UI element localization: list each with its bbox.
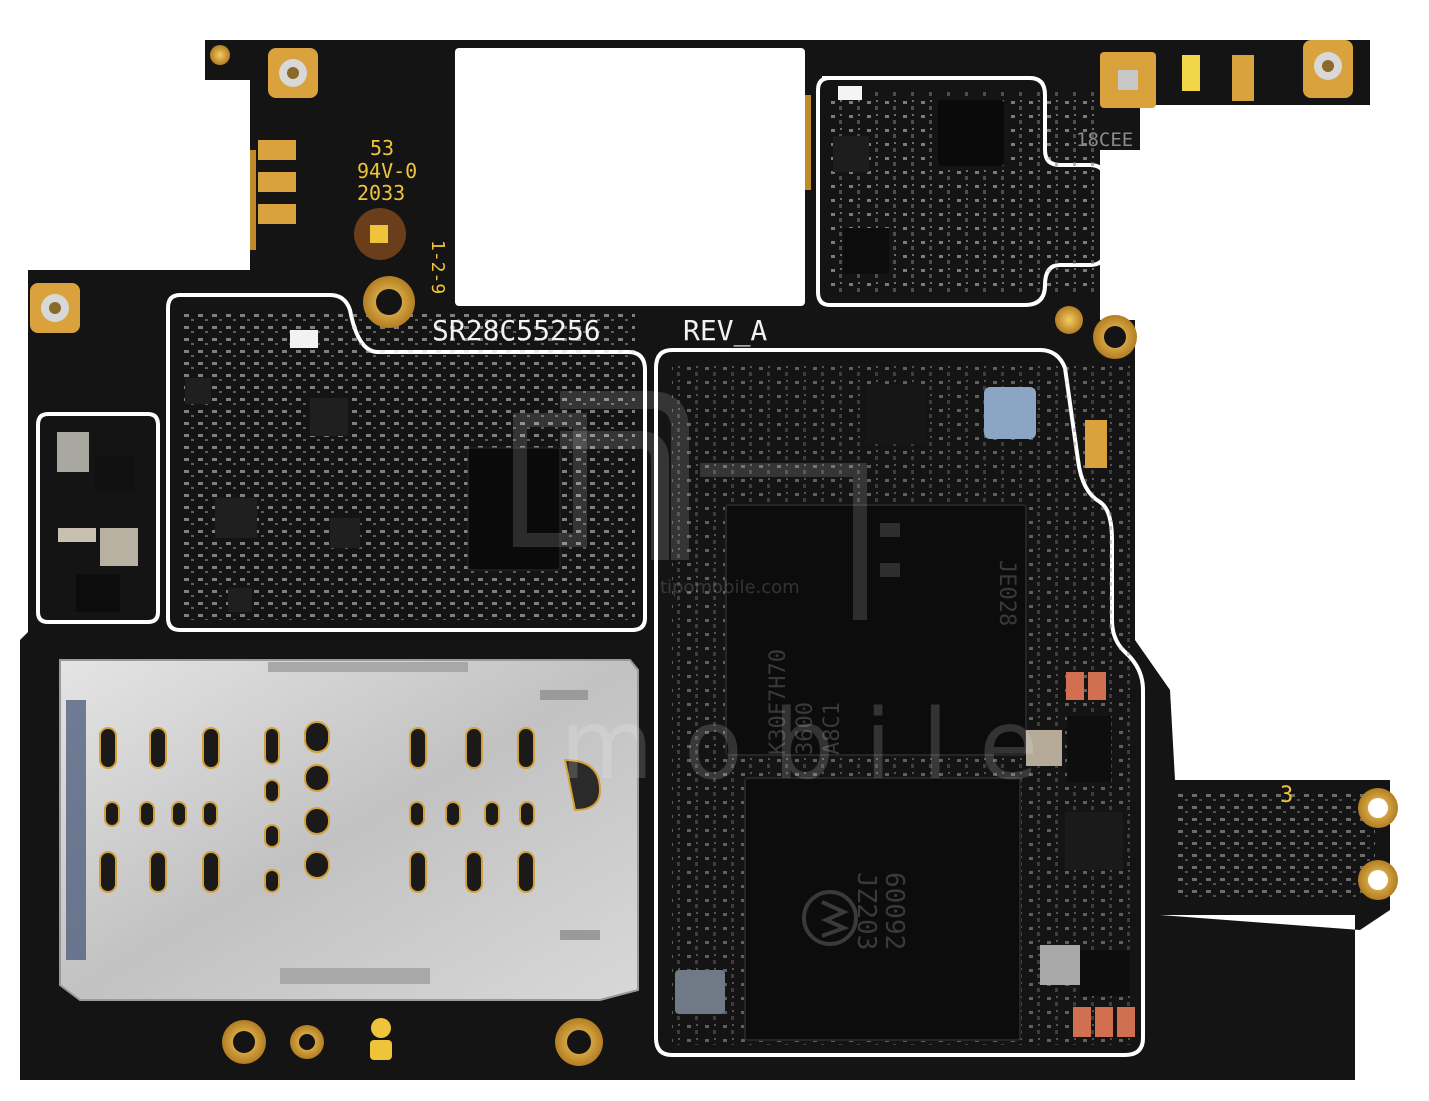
memory-chip-marking: A8C1 <box>820 702 845 755</box>
board-edge-cutout <box>1160 915 1429 1101</box>
ic-chip <box>95 455 135 493</box>
mounting-hole <box>1358 860 1398 900</box>
ic-chip <box>1067 716 1111 782</box>
rf-connector <box>30 283 80 333</box>
mounting-hole <box>555 1018 603 1066</box>
ic-chip <box>843 228 889 274</box>
capacitor <box>258 204 296 224</box>
mounting-hole <box>363 276 415 328</box>
capacitor <box>1085 420 1107 468</box>
memory-chip <box>725 504 1027 756</box>
board-cutout <box>455 48 805 306</box>
ic-chip <box>228 588 252 612</box>
ic-chip <box>310 398 348 436</box>
rf-transceiver-chip <box>467 447 561 571</box>
marking-18cee: 18CEE <box>1076 129 1133 151</box>
sim-card-slot <box>59 659 639 1001</box>
capacitor <box>258 140 296 160</box>
mounting-hole <box>210 45 230 65</box>
processor-chip-marking: 60092 <box>879 872 909 950</box>
inductor <box>1040 945 1080 985</box>
ic-chip <box>330 518 360 548</box>
board-part-number: SR28C55256 <box>432 314 601 347</box>
capacitor <box>1117 1007 1135 1037</box>
gold-edge-strip <box>805 95 811 190</box>
capacitor <box>1095 1007 1113 1037</box>
shield-outline-left-center <box>166 293 647 632</box>
ic-chip <box>215 498 257 538</box>
capacitor <box>1073 1007 1091 1037</box>
capacitor <box>58 528 96 542</box>
logo-figure <box>370 1018 392 1060</box>
led-component <box>290 330 318 348</box>
rf-connector <box>1303 40 1353 98</box>
memory-chip-marking: K30F7H70 <box>766 649 791 755</box>
sensor-chip <box>984 387 1036 439</box>
mounting-hole <box>1055 306 1083 334</box>
mounting-hole <box>290 1025 324 1059</box>
ic-chip <box>833 136 869 172</box>
inductor <box>100 528 138 566</box>
memory-chip-marking: JE028 <box>994 560 1019 626</box>
memory-chip-marking: 3600 <box>793 702 818 755</box>
marking-53: 53 <box>370 136 394 160</box>
mounting-hole <box>222 1020 266 1064</box>
marking-2033: 2033 <box>357 181 405 205</box>
capacitor <box>258 172 296 192</box>
mounting-hole <box>1093 315 1137 359</box>
ic-chip <box>938 100 1004 166</box>
svg-text:tipomobile.com: tipomobile.com <box>660 577 800 598</box>
capacitor <box>1232 55 1254 101</box>
svg-text:m o b i l e: m o b i l e <box>560 689 1038 801</box>
inductor <box>675 970 725 1014</box>
test-pad <box>354 208 406 260</box>
watermark: tipomobile.com m o b i l e <box>513 391 1038 801</box>
processor-chip-marking: JZ203 <box>851 872 881 950</box>
led-component <box>838 86 862 100</box>
ic-chip <box>1065 812 1123 870</box>
ic-chip <box>1080 950 1130 996</box>
inductor <box>1026 730 1062 766</box>
board-revision: REV_A <box>683 314 767 348</box>
smd-component-field <box>180 312 635 620</box>
marking-129: 1-2-9 <box>427 240 448 294</box>
rf-connector <box>268 48 318 98</box>
processor-chip <box>744 777 1021 1041</box>
manufacturer-logo <box>802 890 858 946</box>
capacitor <box>1066 672 1084 700</box>
marking-3: 3 <box>1280 783 1293 808</box>
marking-94v0: 94V-0 <box>357 159 417 183</box>
mounting-hole <box>1358 788 1398 828</box>
bga-chip <box>866 384 926 444</box>
led-component <box>1182 55 1200 91</box>
capacitor <box>1088 672 1106 700</box>
ic-chip <box>76 574 120 612</box>
shield-outline-left-small <box>36 412 160 624</box>
gold-edge-strip <box>250 150 256 250</box>
smd-component-field <box>1175 790 1375 900</box>
inductor <box>57 432 89 472</box>
rf-connector <box>1100 52 1156 108</box>
ic-chip <box>185 378 211 404</box>
